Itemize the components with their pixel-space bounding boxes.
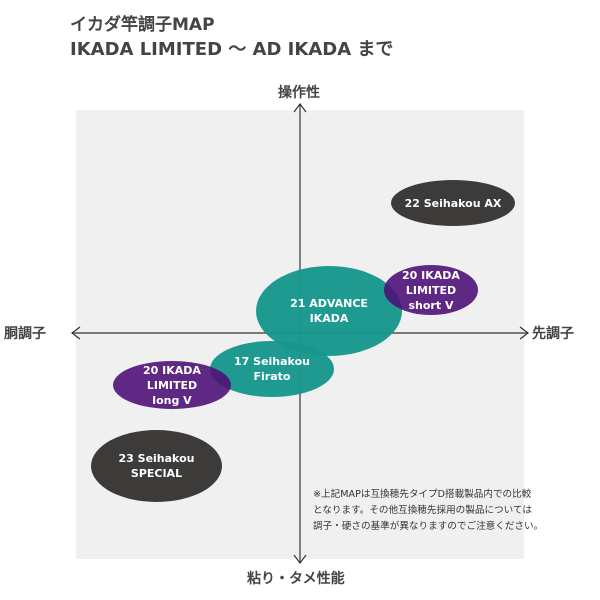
diagram-subtitle: IKADA LIMITED 〜 AD IKADA まで: [70, 39, 394, 60]
arrow-up-icon: [293, 103, 307, 113]
diagram-title: イカダ竿調子MAP: [70, 15, 215, 35]
axis-label-right: 先調子: [532, 326, 574, 342]
arrow-down-icon: [293, 554, 307, 564]
rod-seihakou-firato: 17 Seihakou Firato: [210, 341, 334, 397]
arrow-right-icon: [519, 326, 529, 340]
axis-label-bottom: 粘り・タメ性能: [247, 571, 345, 587]
rod-label: 22 Seihakou AX: [404, 196, 502, 210]
footnote-line: ※上記MAPは互換穂先タイプD搭載製品内での比較: [313, 489, 532, 500]
footnote: ※上記MAPは互換穂先タイプD搭載製品内での比較 となります。その他互換穂先採用…: [313, 487, 600, 535]
rod-seihakou-ax: 22 Seihakou AX: [391, 180, 515, 226]
rod-ikada-limited-long-v: 20 IKADA LIMITED long V: [113, 361, 231, 409]
footnote-line: となります。その他互換穂先採用の製品については: [313, 505, 532, 516]
rod-label: 20 IKADA LIMITED short V: [402, 268, 460, 312]
rod-label: 20 IKADA LIMITED long V: [143, 363, 201, 407]
axis-label-top: 操作性: [278, 85, 320, 101]
footnote-line: 調子・硬さの基準が異なりますのでご注意ください。: [313, 521, 544, 532]
arrow-left-icon: [71, 326, 81, 340]
rod-ikada-limited-short-v: 20 IKADA LIMITED short V: [384, 265, 478, 315]
rod-label: 17 Seihakou Firato: [234, 355, 310, 383]
rod-label: 23 Seihakou SPECIAL: [118, 452, 195, 480]
rod-label: 21 ADVANCE IKADA: [290, 297, 368, 325]
axis-label-left: 胴調子: [4, 326, 46, 342]
rod-seihakou-special: 23 Seihakou SPECIAL: [91, 430, 222, 502]
